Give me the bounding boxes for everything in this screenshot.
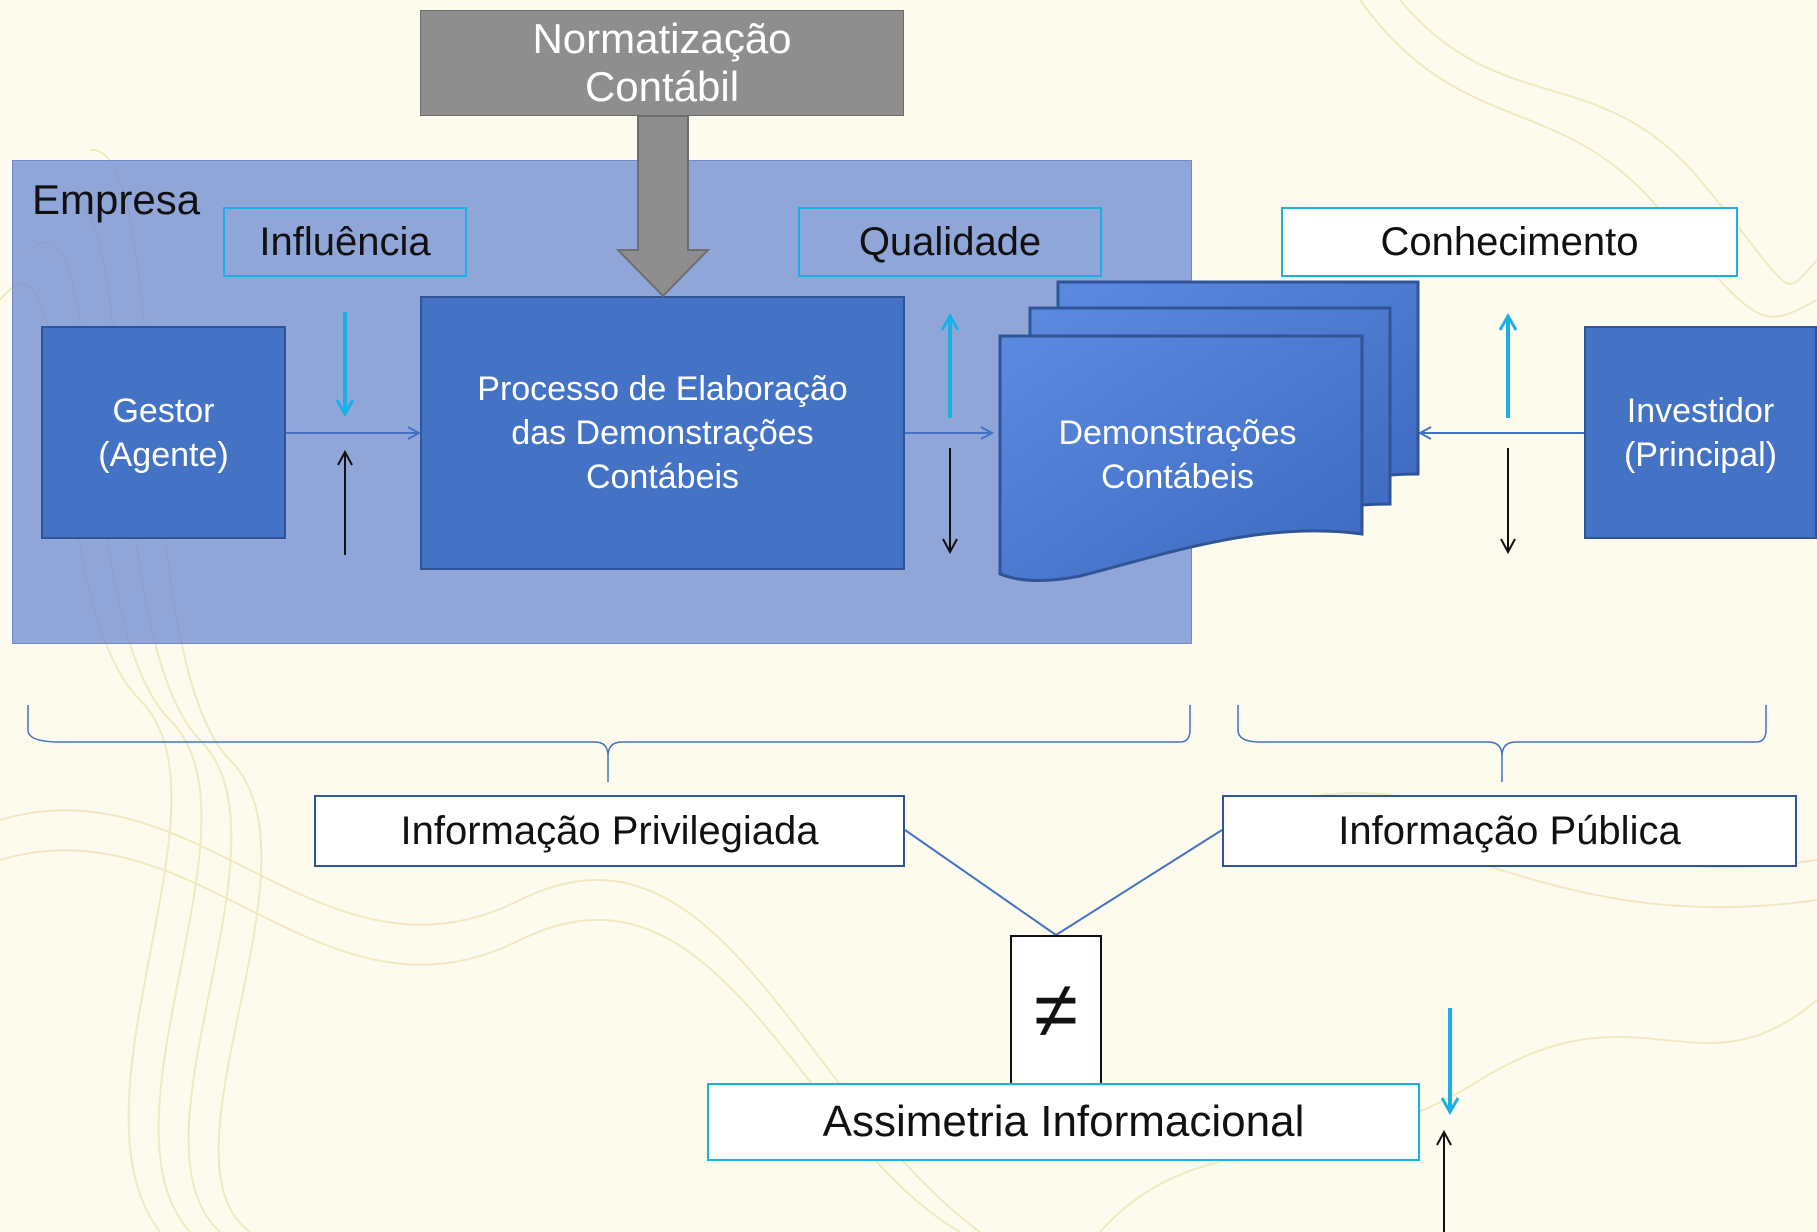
accounting-statements-multidocument — [998, 280, 1420, 582]
privileged-information-box: Informação Privilegiada — [314, 795, 905, 867]
statements-line1: Demonstrações — [1058, 414, 1297, 452]
quality-tag: Qualidade — [798, 207, 1102, 277]
investor-line1: Investidor — [1626, 391, 1775, 430]
standardization-line1: Normatização — [532, 15, 792, 62]
public-to-neq-line — [1055, 829, 1223, 936]
privileged-to-neq-line — [904, 829, 1057, 936]
knowledge-tag: Conhecimento — [1281, 207, 1738, 277]
investor-principal-box: Investidor (Principal) — [1584, 326, 1817, 539]
public-brace — [1237, 705, 1767, 782]
process-line3: Contábeis — [585, 458, 740, 496]
investor-line2: (Principal) — [1623, 435, 1778, 474]
manager-agent-box: Gestor (Agente) — [41, 326, 286, 539]
statement-preparation-process-box: Processo de Elaboração das Demonstrações… — [420, 296, 905, 570]
public-information-box: Informação Pública — [1222, 795, 1797, 867]
manager-line2: (Agente) — [98, 435, 229, 474]
statements-label: Demonstrações Contábeis — [1020, 380, 1335, 530]
standardization-down-arrow — [615, 115, 711, 298]
process-line1: Processo de Elaboração — [477, 370, 848, 408]
process-line2: das Demonstrações — [511, 414, 814, 452]
statements-line2: Contábeis — [1100, 458, 1255, 496]
accounting-standardization-box: Normatização Contábil — [420, 10, 904, 116]
manager-line1: Gestor — [112, 391, 215, 430]
information-asymmetry-box: Assimetria Informacional — [707, 1083, 1420, 1161]
privileged-brace — [27, 705, 1191, 782]
influence-tag: Influência — [223, 207, 467, 277]
company-group-label: Empresa — [32, 176, 201, 223]
not-equal-box: ≠ — [1010, 935, 1102, 1085]
standardization-line2: Contábil — [584, 63, 740, 110]
